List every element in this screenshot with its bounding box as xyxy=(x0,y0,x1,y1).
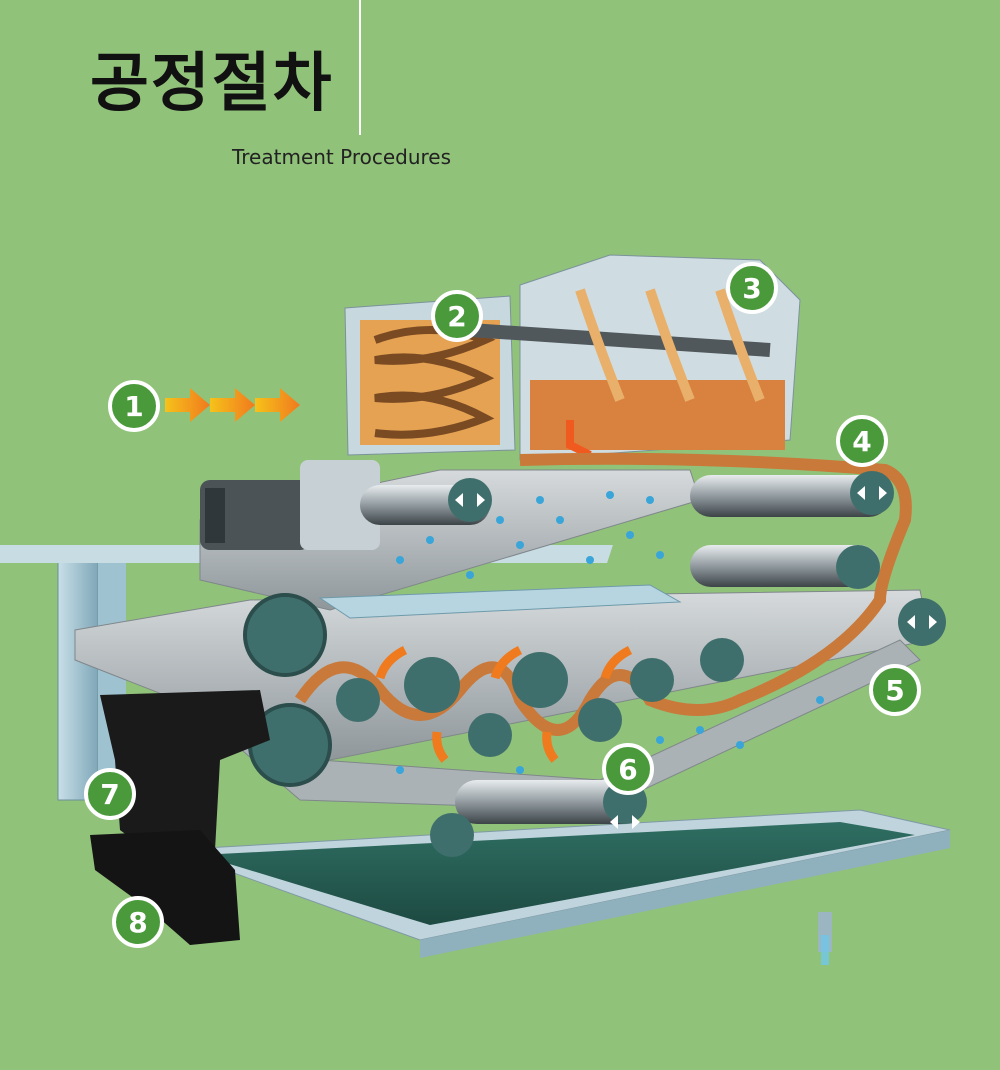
step-number: 4 xyxy=(852,425,871,458)
drip-tray xyxy=(318,584,682,619)
step-number: 8 xyxy=(128,906,147,939)
page-subtitle: Treatment Procedures xyxy=(232,145,452,169)
title-divider xyxy=(359,0,361,135)
rollers xyxy=(243,471,946,857)
step-badge-1: 1 xyxy=(108,380,160,432)
step-number: 3 xyxy=(742,272,761,305)
step-badge-7: 7 xyxy=(84,768,136,820)
step-number: 6 xyxy=(618,753,637,786)
filtrate-tank xyxy=(169,809,951,965)
thickening-drum xyxy=(469,254,801,461)
step-number: 2 xyxy=(447,300,466,333)
step-badge-5: 5 xyxy=(869,664,921,716)
mixing-spiral-icon xyxy=(373,326,496,439)
water-drop-icon xyxy=(396,491,824,774)
step-badge-6: 6 xyxy=(602,743,654,795)
step-badges: 1 2 3 4 5 6 7 xyxy=(84,262,921,948)
sludge-cake xyxy=(90,690,270,945)
page-title: 공정절차 xyxy=(90,47,334,121)
step-number: 5 xyxy=(885,674,904,707)
flocculation-tank xyxy=(344,295,516,456)
bidirectional-arrow-icon xyxy=(455,486,937,829)
step-number: 7 xyxy=(100,778,119,811)
step-badge-3: 3 xyxy=(726,262,778,314)
drive-motor xyxy=(200,460,380,550)
step-badge-4: 4 xyxy=(836,415,888,467)
mixing-spiral-icon xyxy=(575,288,765,402)
step-badge-8: 8 xyxy=(112,896,164,948)
step-badge-2: 2 xyxy=(431,290,483,342)
step-number: 1 xyxy=(124,390,143,423)
flow-arrow-icon xyxy=(165,388,633,763)
